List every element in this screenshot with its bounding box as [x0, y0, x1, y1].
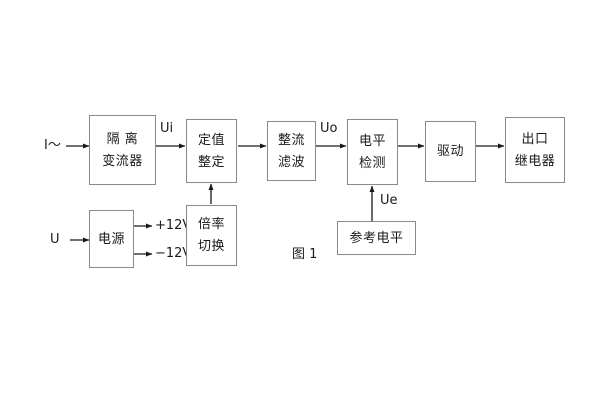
output-relay-line2: 继电器: [514, 153, 556, 169]
reference-level-line1: 参考电平: [349, 230, 404, 246]
rail-positive-label: +12V: [155, 218, 192, 233]
setpoint-adjust-line1: 定值: [197, 132, 225, 148]
block-level-detect: 电平 检测: [347, 119, 398, 185]
block-power-supply: 电源: [89, 210, 134, 268]
output-relay-line1: 出口: [521, 131, 549, 147]
block-rectify-filter: 整流 滤波: [267, 121, 316, 181]
setpoint-adjust-line2: 整定: [197, 154, 225, 170]
signal-uo-label: Uo: [320, 121, 338, 136]
current-input-label: I～: [44, 138, 61, 153]
rectify-filter-line2: 滤波: [277, 154, 305, 170]
signal-ui-label: Ui: [160, 121, 174, 136]
driver-line1: 驱动: [436, 144, 464, 159]
voltage-input-label: U: [50, 232, 60, 247]
rectify-filter-line1: 整流: [277, 132, 305, 148]
block-multiplier-switch: 倍率 切换: [186, 205, 237, 266]
block-output-relay: 出口 继电器: [505, 117, 565, 183]
power-supply-line1: 电源: [97, 231, 125, 247]
block-isolation-transformer: 隔 离 变流器: [89, 115, 156, 185]
figure-caption: 图 1: [292, 247, 318, 262]
level-detect-line2: 检测: [358, 155, 386, 171]
isolation-transformer-line2: 变流器: [102, 153, 143, 169]
level-detect-line1: 电平: [358, 133, 386, 149]
signal-ue-label: Ue: [380, 193, 398, 208]
multiplier-switch-line1: 倍率: [197, 217, 225, 232]
block-driver: 驱动: [425, 121, 476, 182]
multiplier-switch-line2: 切换: [197, 239, 225, 254]
rail-negative-label: −12V: [155, 246, 192, 261]
isolation-transformer-line1: 隔 离: [106, 131, 139, 147]
block-setpoint-adjust: 定值 整定: [186, 119, 237, 183]
block-reference-level: 参考电平: [337, 221, 416, 255]
